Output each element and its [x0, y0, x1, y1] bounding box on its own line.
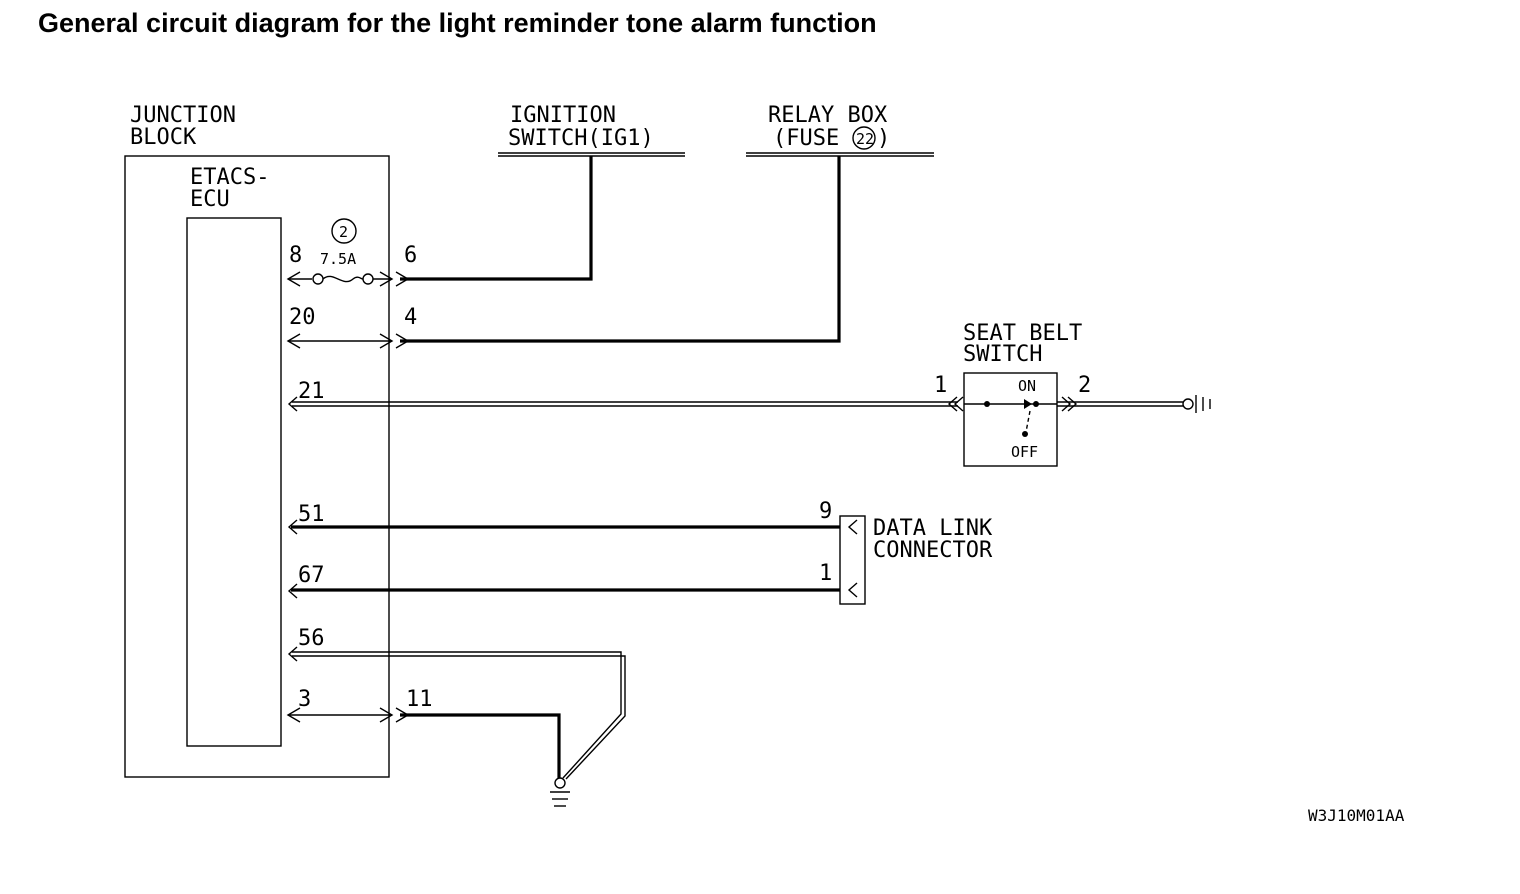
- pin-label-jb-4: 4: [404, 305, 417, 330]
- ground-icon-bottom: [550, 777, 570, 807]
- figure-code: W3J10M01AA: [1308, 806, 1405, 825]
- fuse-terminal-right: [362, 273, 374, 285]
- etacs-ecu-label-line1: ETACS-: [190, 165, 269, 190]
- connector-ecu-21: [287, 396, 298, 412]
- connector-seat-1-a: [947, 396, 958, 412]
- page-title: General circuit diagram for the light re…: [38, 8, 877, 38]
- seat-switch-off-terminal: [1022, 431, 1028, 437]
- pin-label-seat-2: 2: [1078, 373, 1091, 398]
- relay-box-label-close: ): [877, 126, 890, 151]
- fuse-number: 2: [339, 223, 348, 241]
- pin-label-ecu-8: 8: [289, 243, 302, 268]
- pin-label-dlc-1: 1: [819, 561, 832, 586]
- seat-switch-terminal-2: [1033, 401, 1039, 407]
- wire-ignition: [400, 156, 593, 281]
- relay-box-label-line1: RELAY BOX: [768, 103, 888, 128]
- seat-belt-switch-label-line1: SEAT BELT: [963, 321, 1082, 346]
- connector-ecu-67: [287, 583, 298, 599]
- relay-box-label-fuse: (FUSE: [773, 126, 839, 151]
- connector-jb-4-inner: [379, 333, 394, 349]
- seat-switch-lever: [1025, 410, 1031, 433]
- fuse-rating: 7.5A: [320, 250, 356, 268]
- relay-fuse-number-circle: [852, 126, 876, 150]
- fuse-element: [322, 275, 364, 283]
- connector-seat-1-b: [953, 396, 964, 412]
- junction-block-outline: [124, 155, 390, 778]
- fuse-terminal-left: [312, 273, 324, 285]
- ignition-switch-label-line1: IGNITION: [510, 103, 616, 128]
- pin-label-ecu-3: 3: [298, 687, 311, 712]
- pin-label-jb-6: 6: [404, 243, 417, 268]
- fuse-number-circle: [331, 218, 357, 244]
- wire-56-a: [292, 651, 622, 779]
- connector-jb-6-inner: [379, 271, 394, 287]
- pin-label-ecu-20: 20: [289, 305, 316, 330]
- ignition-switch-label-line2: SWITCH(IG1): [508, 126, 654, 151]
- relay-fuse-number: 22: [856, 130, 874, 148]
- wire-relay-box: [400, 156, 841, 343]
- etacs-ecu-label-line2: ECU: [190, 187, 230, 212]
- ground-icon-right: [1182, 395, 1211, 413]
- etacs-ecu-box: [186, 217, 282, 747]
- pin-label-ecu-56: 56: [298, 626, 325, 651]
- connector-ecu-51: [287, 519, 298, 535]
- connector-seat-2-b: [1067, 396, 1078, 412]
- pin-label-ecu-67: 67: [298, 563, 325, 588]
- seat-switch-contact-arrow: [1024, 399, 1032, 409]
- data-link-connector-label-line2: CONNECTOR: [873, 538, 993, 563]
- junction-block-label-line1: JUNCTION: [130, 103, 236, 128]
- switch-off-label: OFF: [1011, 443, 1038, 461]
- seat-belt-switch-label-line2: SWITCH: [963, 342, 1042, 367]
- seat-belt-switch-box: [963, 372, 1058, 467]
- seat-switch-terminal-1: [984, 401, 990, 407]
- pin-label-ecu-21: 21: [298, 379, 325, 404]
- dlc-terminal-1: [847, 582, 858, 598]
- data-link-connector-label-line1: DATA LINK: [873, 516, 993, 541]
- junction-block-label-line2: BLOCK: [130, 125, 197, 150]
- wire-56-b: [292, 655, 626, 780]
- connector-ecu-56: [287, 646, 298, 662]
- pin-label-seat-1: 1: [934, 373, 947, 398]
- data-link-connector-box: [839, 515, 866, 605]
- pin-label-ecu-51: 51: [298, 502, 325, 527]
- wire-11: [400, 713, 561, 778]
- pin-label-dlc-9: 9: [819, 499, 832, 524]
- connector-seat-2-a: [1061, 396, 1072, 412]
- dlc-terminal-9: [847, 519, 858, 535]
- pin-label-jb-11: 11: [406, 687, 433, 712]
- connector-jb-11-inner: [379, 707, 394, 723]
- switch-on-label: ON: [1018, 377, 1036, 395]
